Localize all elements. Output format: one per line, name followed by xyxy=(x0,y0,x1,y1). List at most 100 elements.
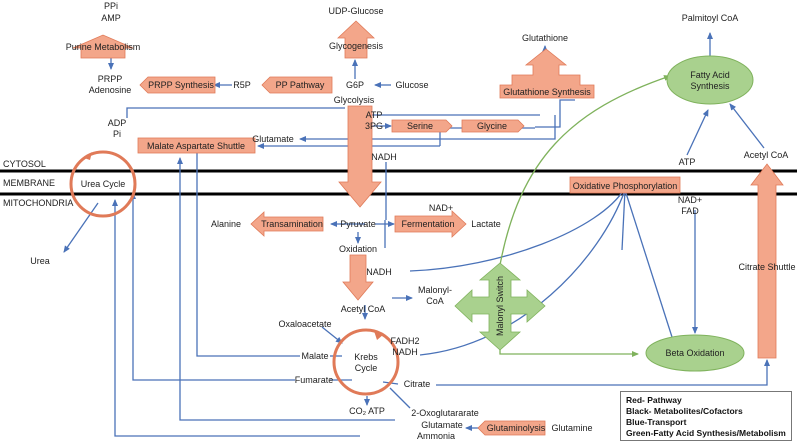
legend-green: Green-Fatty Acid Synthesis/Metabolism xyxy=(626,428,786,438)
switch-to-fas-arrow xyxy=(499,75,671,266)
nadh-to-oxphos-line xyxy=(409,187,626,272)
oxidation-label: Oxidation xyxy=(339,244,377,254)
fermentation-arrow xyxy=(394,210,467,238)
glutathione-synthesis-arrow xyxy=(499,48,595,99)
malonyl-switch-label: Malonyl Switch xyxy=(495,276,505,336)
co2-atp-label: CO₂ ATP xyxy=(349,406,385,416)
transamination-label: Transamination xyxy=(261,219,323,229)
oxphos-box xyxy=(569,176,681,194)
glutathione-label: Glutathione xyxy=(522,33,568,43)
alanine-label: Alanine xyxy=(211,219,241,229)
mitochondria-label: MITOCHONDRIA xyxy=(3,198,73,208)
nadh-krebs-label: NADH xyxy=(392,347,418,357)
krebs-cycle-circle xyxy=(332,328,400,396)
glutamate-bottom-label: Glutamate xyxy=(421,420,463,430)
prpp-synthesis-label: PRPP Synthesis xyxy=(148,80,214,90)
legend-red: Red- Pathway xyxy=(626,395,682,405)
fadh2-label: FADH2 xyxy=(390,336,419,346)
serine-arrow xyxy=(391,119,453,133)
transport-arrows xyxy=(63,32,770,437)
prpp-label: PRPP xyxy=(98,74,123,84)
fumarate-to-urea-arrow xyxy=(130,192,295,381)
krebs-to-oxoglutarate-line xyxy=(389,387,411,409)
fatty-acid-synthesis-ellipse xyxy=(666,55,754,105)
krebs-cycle-arrowhead xyxy=(374,331,384,340)
glycine-to-glutathione-line xyxy=(535,99,575,128)
malate-label: Malate xyxy=(301,351,328,361)
malonyl-coa-label-1: Malonyl- xyxy=(418,285,452,295)
glycine-arrow xyxy=(461,119,525,133)
pi-label: Pi xyxy=(113,129,121,139)
citrate-label: Citrate xyxy=(404,379,431,389)
pp-pathway-label: PP Pathway xyxy=(276,80,325,90)
udp-glucose-label: UDP-Glucose xyxy=(328,6,383,16)
glycolysis-arrow xyxy=(338,105,382,208)
pathway-arrows xyxy=(72,20,784,436)
urea-out-arrow xyxy=(63,202,99,253)
fumarate-label: Fumarate xyxy=(295,375,334,385)
fas-label-1: Fatty Acid xyxy=(690,70,730,80)
legend-blue: Blue-Transport xyxy=(626,417,687,427)
legend-black: Black- Metabolites/Cofactors xyxy=(626,406,743,416)
oxphos-to-nad-line xyxy=(621,189,626,251)
purine-metabolism-label: Purine Metabolism xyxy=(66,42,141,52)
legend-box: Red- Pathway Black- Metabolites/Cofactor… xyxy=(620,391,792,441)
glutaminolysis-label: Glutaminolysis xyxy=(487,423,546,433)
fadh2-to-oxphos-line xyxy=(419,189,626,356)
membrane-label: MEMBRANE xyxy=(3,178,55,188)
serine-label: Serine xyxy=(407,121,433,131)
krebs-label-2: Cycle xyxy=(355,363,378,373)
atp-to-fas-arrow xyxy=(686,109,709,156)
citrate-to-shuttle-arrow xyxy=(436,359,770,386)
glutamate-to-mas-arrow xyxy=(177,157,395,421)
citrate-shuttle-arrow xyxy=(750,163,784,359)
atp-right-label: ATP xyxy=(679,157,696,167)
glycolysis-label: Glycolysis xyxy=(334,95,375,105)
nad-plus-right-label: NAD+ xyxy=(678,195,702,205)
oxoglutarate-label: 2-Oxoglutararate xyxy=(411,408,479,418)
oxaloacetate-label: Oxaloacetate xyxy=(278,319,331,329)
adp-line xyxy=(126,107,345,118)
glutamate-line xyxy=(299,115,556,142)
mas-box xyxy=(137,137,256,154)
glutamate-top-label: Glutamate xyxy=(252,134,294,144)
purine-metabolism-arrow xyxy=(72,34,134,59)
atp-top-label: ATP xyxy=(366,110,383,120)
oxidation-arrow xyxy=(342,254,374,301)
malonyl-switch-shape xyxy=(454,262,546,351)
beta-oxidation-label: Beta Oxidation xyxy=(665,348,724,358)
pyruvate-label: Pyruvate xyxy=(340,219,376,229)
citrate-shuttle-label: Citrate Shuttle xyxy=(738,262,795,272)
ppi-label: PPi xyxy=(104,1,118,11)
nad-plus-left-label: NAD+ xyxy=(429,203,453,213)
acetyl-coa-right-label: Acetyl CoA xyxy=(744,150,789,160)
amp-label: AMP xyxy=(101,13,121,23)
adenosine-label: Adenosine xyxy=(89,85,132,95)
malonyl-coa-label-2: CoA xyxy=(426,296,444,306)
3pg-label: 3PG xyxy=(365,121,383,131)
glycogenesis-arrow xyxy=(336,20,376,59)
glycine-label: Glycine xyxy=(477,121,507,131)
krebs-label-1: Krebs xyxy=(354,352,378,362)
urea-cycle-circle xyxy=(69,150,137,218)
beta-oxidation-ellipse xyxy=(645,334,745,372)
adp-label: ADP xyxy=(108,118,127,128)
fas-label-2: Synthesis xyxy=(690,81,730,91)
glucose-label: Glucose xyxy=(395,80,428,90)
oxaloacetate-arrow xyxy=(321,326,343,344)
r5p-label: R5P xyxy=(233,80,251,90)
fermentation-label: Fermentation xyxy=(401,219,454,229)
cycles xyxy=(69,150,400,396)
pp-pathway-arrow xyxy=(261,76,333,94)
acetylcoa-to-fas-arrow xyxy=(729,103,765,149)
fad-label: FAD xyxy=(681,206,699,216)
urea-cycle-arrowhead xyxy=(84,152,92,160)
ammonia-to-urea-arrow xyxy=(112,199,360,437)
switch-to-beta-arrow xyxy=(499,334,639,357)
nadh-top-label: NADH xyxy=(371,152,397,162)
palmitoyl-coa-label: Palmitoyl CoA xyxy=(682,13,739,23)
transamination-arrow xyxy=(250,211,324,237)
acetyl-coa-mid-label: Acetyl CoA xyxy=(341,304,386,314)
lactate-label: Lactate xyxy=(471,219,501,229)
prpp-synthesis-arrow xyxy=(139,76,216,94)
